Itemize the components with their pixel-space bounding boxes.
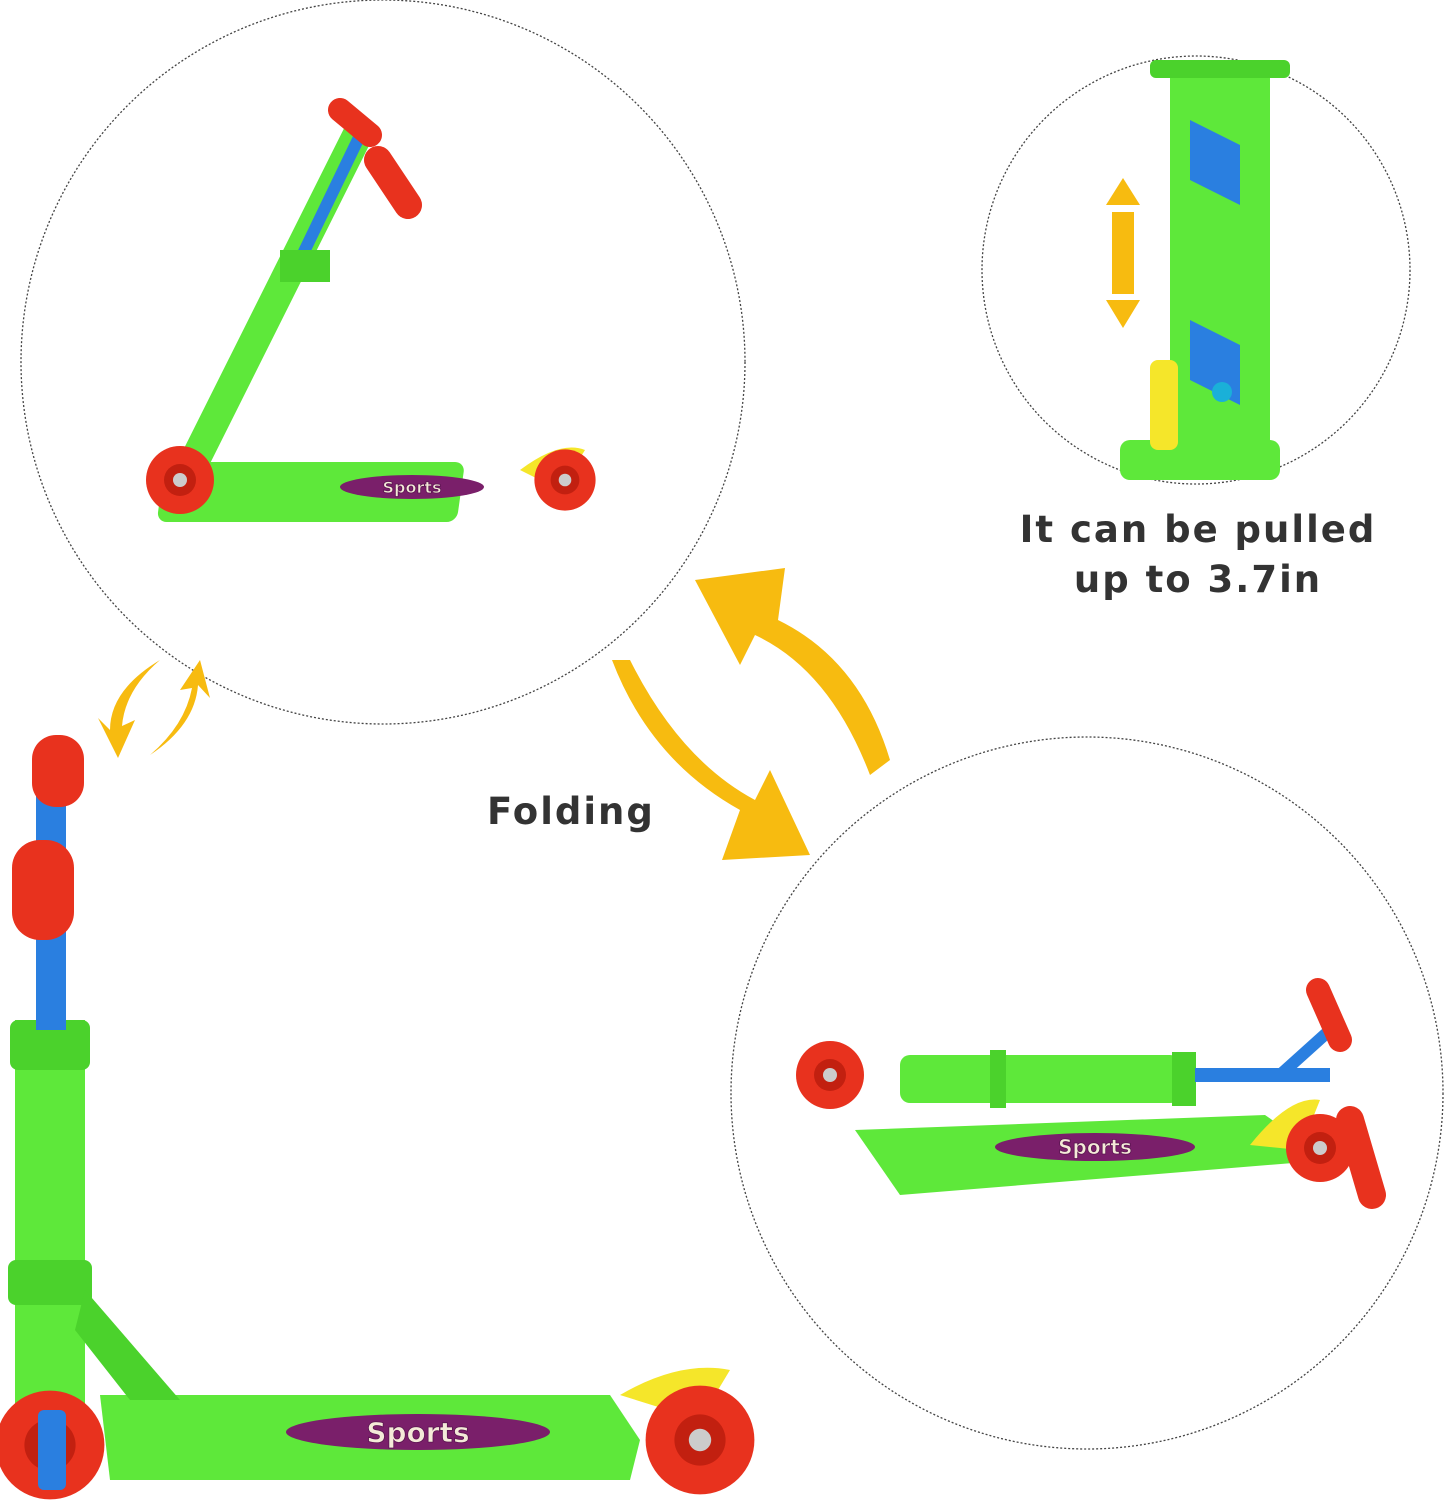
folding-arrow-down-icon [612, 660, 810, 860]
deck-sticker-text-main: Sports [366, 1416, 469, 1449]
deck-sticker-text-flat: Sports [1058, 1135, 1132, 1159]
folding-arrow-up-icon [695, 568, 890, 775]
folding-caption: Folding [487, 790, 655, 833]
scooter-partly-folded: Sports [146, 98, 596, 522]
stem-closeup [1106, 60, 1290, 480]
detail-circle-stem [981, 55, 1411, 485]
detail-circle-flat [730, 736, 1444, 1450]
pull-caption-line1: It can be pulled [1019, 508, 1377, 551]
detail-circle-folded [20, 0, 746, 725]
deck-sticker-text-small: Sports [382, 478, 441, 497]
rotate-arrows-icon [98, 660, 210, 758]
scooter-upright: Sports [0, 735, 755, 1500]
pull-caption-line2: up to 3.7in [1073, 558, 1323, 601]
scooter-fully-folded: Sports [796, 978, 1386, 1209]
vertical-arrow-icon [1106, 178, 1140, 328]
